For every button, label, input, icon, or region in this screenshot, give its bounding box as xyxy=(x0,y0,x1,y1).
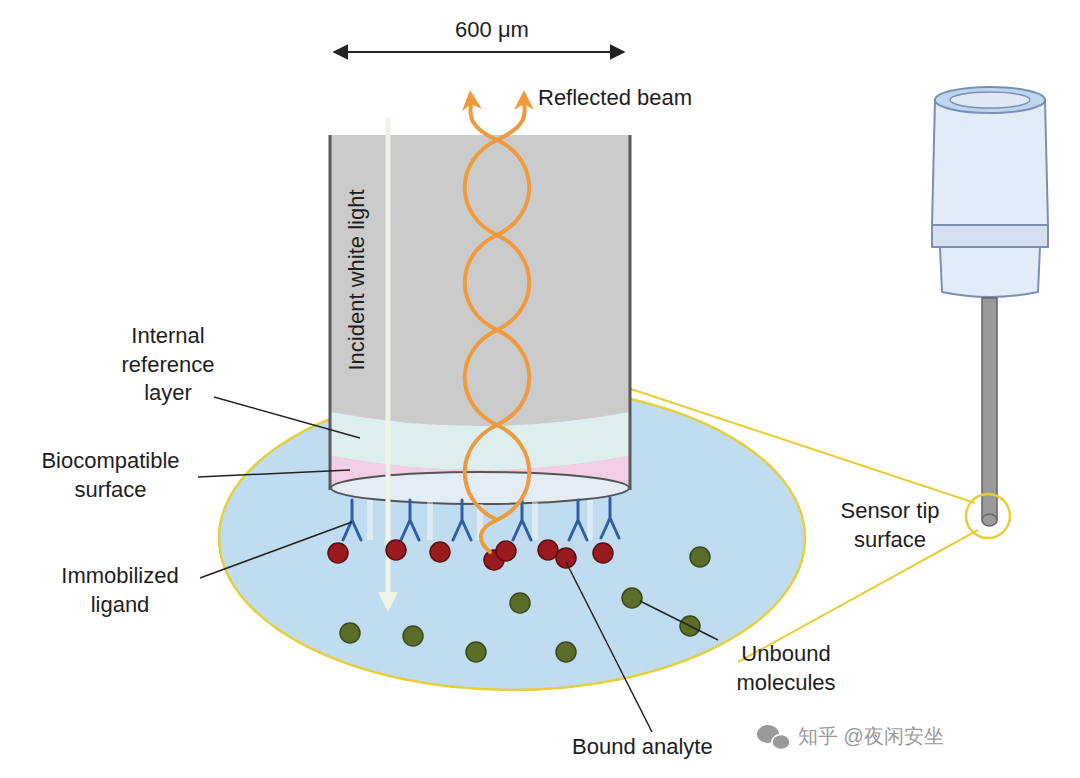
layer-label: Internal reference layer xyxy=(106,322,230,408)
biocompatible-layer xyxy=(331,456,629,504)
analyte-label: Bound analyte xyxy=(572,733,752,762)
reference-layer xyxy=(331,412,629,470)
sensor-probe xyxy=(932,87,1048,526)
bound-analyte xyxy=(328,540,613,570)
watermark: 知乎 @夜闲安坐 xyxy=(798,723,1068,749)
fiber-wall xyxy=(329,135,332,490)
reflected-beam xyxy=(465,100,530,552)
leader-lines xyxy=(198,397,718,732)
surface-label: Biocompatible surface xyxy=(18,447,203,504)
ligand-label: Immobilized ligand xyxy=(40,562,200,619)
fiber-end-face xyxy=(331,472,629,504)
watermark-icon xyxy=(757,725,790,750)
tip-highlight xyxy=(966,494,1010,538)
dimension-label: 600 μm xyxy=(430,16,554,45)
molecule-label: Unbound molecules xyxy=(716,640,856,697)
incident-arrowhead xyxy=(378,592,398,612)
fiber-wall xyxy=(629,135,632,490)
sensor-label: Sensor tip surface xyxy=(820,497,960,554)
beam-label: Reflected beam xyxy=(538,84,738,113)
unbound-molecules xyxy=(340,547,710,662)
dimension-line xyxy=(334,51,624,53)
incident-arrow xyxy=(386,118,391,596)
light-label: Incident white light xyxy=(344,160,370,400)
